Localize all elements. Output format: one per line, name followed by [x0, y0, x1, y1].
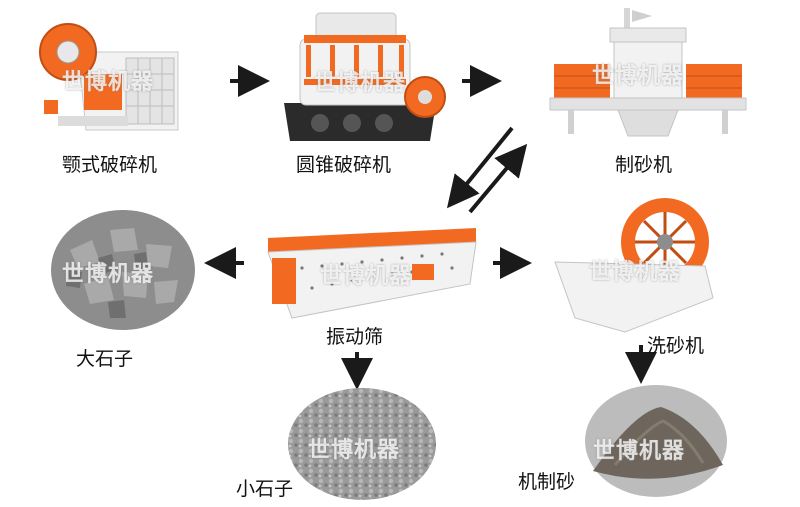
watermark: 世博机器 [592, 64, 685, 89]
sand-washer-node: 世博机器 [554, 196, 723, 336]
sand-pile-icon [585, 385, 727, 497]
vibrating-screen-node: 世博机器 [262, 218, 480, 320]
watermark: 世博机器 [593, 439, 686, 464]
watermark: 世博机器 [320, 264, 413, 289]
vibrating-screen-label: 振动筛 [326, 326, 384, 348]
sand-washer-label: 洗砂机 [647, 335, 705, 357]
sand-washer-icon [554, 198, 714, 333]
watermark: 世博机器 [314, 71, 407, 96]
large-stones-node: 世博机器 [50, 210, 196, 330]
cone-crusher-label: 圆锥破碎机 [296, 154, 392, 176]
sand-maker-node: 世博机器 [548, 6, 748, 138]
large-stones-icon [51, 210, 195, 330]
jaw-crusher-label: 颚式破碎机 [62, 154, 158, 176]
watermark: 世博机器 [589, 260, 682, 285]
watermark: 世博机器 [62, 262, 155, 287]
sand-maker-icon [549, 8, 747, 137]
manufactured-sand-label: 机制砂 [518, 471, 576, 493]
cone-crusher-icon [284, 12, 446, 141]
jaw-crusher-icon [39, 23, 179, 131]
small-stones-label: 小石子 [236, 478, 294, 500]
cone-crusher-node: 世博机器 [280, 5, 446, 143]
small-stones-icon [288, 388, 436, 500]
small-stones-node: 世博机器 [288, 388, 436, 500]
manufactured-sand-node: 世博机器 [585, 385, 727, 497]
jaw-crusher-node: 世博机器 [38, 12, 188, 140]
sand-maker-label: 制砂机 [615, 154, 673, 176]
arrow-sandmaker-to-screen [446, 126, 514, 209]
vibrating-screen-icon [267, 228, 477, 319]
watermark: 世博机器 [62, 70, 155, 95]
watermark: 世博机器 [308, 438, 401, 463]
arrow-screen-to-sandmaker [468, 143, 528, 214]
large-stones-label: 大石子 [76, 348, 134, 370]
